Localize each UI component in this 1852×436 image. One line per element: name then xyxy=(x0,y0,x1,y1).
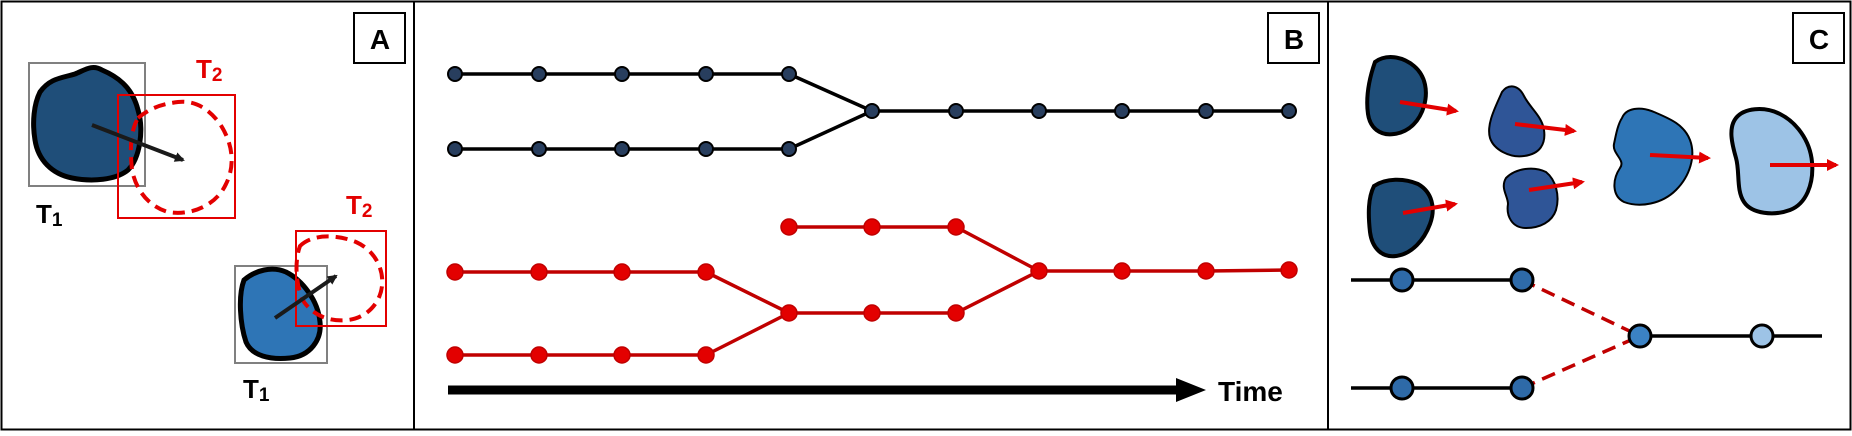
c-dashed-link-2 xyxy=(1521,334,1641,390)
track-node xyxy=(1113,262,1131,280)
track-node xyxy=(446,263,464,281)
track-node xyxy=(530,346,548,364)
split-edge-trunk xyxy=(1039,268,1290,273)
c-motion-arrow xyxy=(1528,177,1585,192)
motion-arrow-top xyxy=(91,123,185,162)
merge-edge-join-1 xyxy=(788,72,873,113)
blob-c-t2-lower xyxy=(1502,167,1559,230)
merge-track-nodes xyxy=(447,66,1297,157)
track-node xyxy=(531,66,547,82)
panel-c-label: C xyxy=(1809,24,1829,55)
track-node xyxy=(863,304,881,322)
track-node xyxy=(531,141,547,157)
track-node xyxy=(1509,267,1535,293)
bbox-t2-bottom xyxy=(295,230,387,327)
track-node xyxy=(1627,323,1653,349)
track-node xyxy=(697,263,715,281)
track-node xyxy=(1031,103,1047,119)
panel-b-label: B xyxy=(1284,24,1304,55)
track-node xyxy=(781,141,797,157)
label-t2-bottom: T2 xyxy=(346,190,372,222)
track-node xyxy=(698,66,714,82)
object-blob-t1-top xyxy=(31,65,144,183)
bbox-t1-bottom xyxy=(234,265,328,364)
track-node xyxy=(1389,375,1415,401)
track-node xyxy=(1280,261,1298,279)
track-node xyxy=(614,66,630,82)
split-edge-join-2 xyxy=(705,311,790,357)
c-motion-arrow xyxy=(1402,199,1458,215)
track-node xyxy=(1509,375,1535,401)
track-node xyxy=(780,218,798,236)
track-node xyxy=(1198,103,1214,119)
bbox-t2-top xyxy=(117,94,236,219)
track-node xyxy=(697,346,715,364)
track-node xyxy=(1114,103,1130,119)
track-node xyxy=(1197,262,1215,280)
track-node xyxy=(613,346,631,364)
c-motion-arrow xyxy=(1649,151,1711,164)
blob-c-t1-upper xyxy=(1365,55,1428,137)
track-node xyxy=(1749,323,1775,349)
bbox-t1-top xyxy=(28,62,146,187)
blob-c-t4 xyxy=(1729,107,1815,216)
blob-c-t1-lower xyxy=(1366,177,1435,259)
label-t1-top: T1 xyxy=(36,199,63,231)
c-motion-arrows xyxy=(1399,100,1839,215)
c-motion-arrow xyxy=(1399,100,1459,116)
track-node xyxy=(446,346,464,364)
track-node xyxy=(614,141,630,157)
split-edge-join-4 xyxy=(955,269,1040,315)
panel-b: B xyxy=(446,12,1320,407)
panel-c-label-box xyxy=(1792,12,1845,64)
track-node xyxy=(864,103,880,119)
split-edge-join-1 xyxy=(705,270,790,315)
track-node xyxy=(530,263,548,281)
panel-c: C xyxy=(1351,12,1845,401)
panel-b-label-box xyxy=(1267,12,1320,64)
blob-c-t2-upper xyxy=(1488,85,1546,158)
c-dashed-links xyxy=(1521,278,1641,390)
split-track-edges xyxy=(455,225,1290,357)
track-node xyxy=(947,304,965,322)
track-node xyxy=(780,304,798,322)
track-node xyxy=(1030,262,1048,280)
panel-a: A T1 T2 T1 T2 xyxy=(28,12,406,406)
track-node xyxy=(698,141,714,157)
track-node xyxy=(863,218,881,236)
c-track-nodes xyxy=(1389,267,1775,401)
panel-a-label: A xyxy=(370,24,390,55)
c-track-edges xyxy=(1351,278,1822,390)
track-node xyxy=(781,66,797,82)
track-node xyxy=(1389,267,1415,293)
split-edge-join-3 xyxy=(955,225,1040,273)
time-arrow-head xyxy=(1176,378,1206,402)
track-node xyxy=(1281,103,1297,119)
track-node xyxy=(948,103,964,119)
label-t2-top: T2 xyxy=(196,54,222,86)
track-node xyxy=(947,218,965,236)
label-t1-bottom: T1 xyxy=(243,374,270,406)
track-node xyxy=(613,263,631,281)
panel-a-label-box xyxy=(353,12,406,64)
track-node xyxy=(447,66,463,82)
track-node xyxy=(447,141,463,157)
time-label: Time xyxy=(1218,376,1283,407)
split-track-nodes xyxy=(446,218,1298,364)
c-dashed-link-1 xyxy=(1521,278,1641,338)
object-outline-t2-top xyxy=(128,99,234,215)
c-motion-arrow xyxy=(1514,122,1577,136)
merge-edge-join-2 xyxy=(788,109,873,151)
motion-arrow-bottom xyxy=(273,274,338,320)
